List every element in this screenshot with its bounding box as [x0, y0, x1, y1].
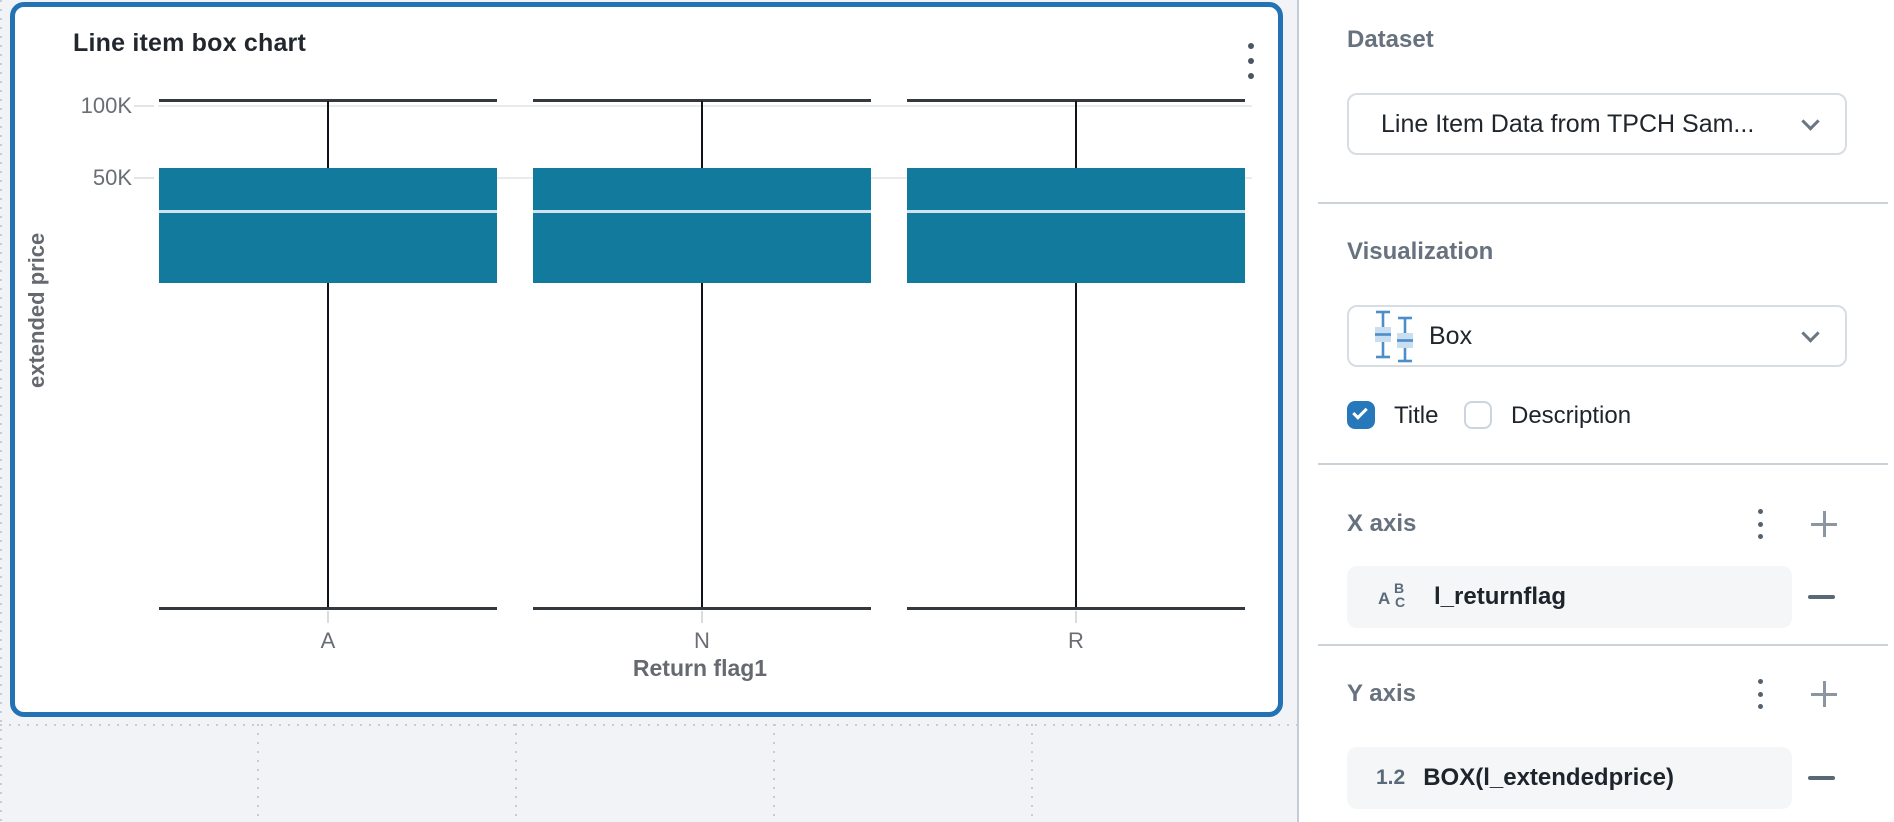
description-checkbox[interactable]	[1464, 401, 1492, 429]
y-tick-label: 50K	[92, 165, 132, 190]
dataset-selected-value: Line Item Data from TPCH Sam...	[1381, 109, 1755, 138]
grid-dotted-line	[515, 724, 517, 822]
visualization-heading: Visualization	[1347, 238, 1494, 265]
whisker-line-top	[701, 100, 703, 168]
number-type-icon: 1.2	[1376, 766, 1406, 789]
x-tick-mark	[701, 610, 703, 623]
x-axis-heading: X axis	[1347, 510, 1417, 537]
section-divider	[1318, 463, 1888, 465]
chevron-down-icon	[1801, 323, 1820, 343]
y-axis-title: extended price	[24, 232, 49, 389]
whisker-cap-top	[533, 98, 871, 102]
y-axis-field-name: BOX(l_extendedprice)	[1423, 764, 1674, 791]
x-axis-options-kebab-icon[interactable]	[1748, 509, 1772, 539]
box-iqr[interactable]	[907, 167, 1245, 283]
y-axis-options-kebab-icon[interactable]	[1748, 679, 1772, 709]
box-iqr[interactable]	[159, 167, 497, 283]
visualization-selected-value: Box	[1429, 321, 1473, 350]
checkmark-icon	[1352, 404, 1368, 420]
grid-dotted-line	[0, 724, 1297, 726]
x-tick-mark	[327, 610, 329, 623]
y-axis-field-row[interactable]: 1.2 BOX(l_extendedprice)	[1347, 747, 1792, 809]
grid-dotted-line	[1031, 724, 1033, 822]
title-checkbox[interactable]	[1347, 401, 1375, 429]
whisker-cap-bottom	[907, 606, 1245, 610]
box-chart-icon	[1375, 310, 1413, 363]
x-tick-mark	[1075, 610, 1077, 623]
card-menu-kebab-icon[interactable]	[1239, 43, 1263, 79]
x-axis-add-button[interactable]	[1811, 511, 1837, 537]
median-line	[533, 209, 871, 213]
median-line	[907, 209, 1245, 213]
x-axis-title: Return flag1	[632, 655, 768, 681]
section-divider	[1318, 202, 1888, 204]
box-iqr[interactable]	[533, 167, 871, 283]
visualization-select[interactable]: Box	[1347, 305, 1847, 367]
text-type-icon: A B C	[1378, 580, 1406, 610]
y-axis-remove-button[interactable]	[1808, 776, 1835, 780]
whisker-line-top	[1075, 100, 1077, 168]
whisker-line-top	[327, 100, 329, 168]
box-chart: 100K 50K extended price Return flag1 A N R	[24, 93, 1252, 681]
x-axis-field-name: l_returnflag	[1434, 583, 1567, 610]
x-tick-label: R	[1068, 627, 1084, 653]
chart-card[interactable]: Line item box chart	[10, 2, 1283, 717]
y-axis-heading: Y axis	[1347, 680, 1416, 707]
gridline-100k	[158, 105, 1252, 107]
description-checkbox-label: Description	[1511, 402, 1632, 429]
whisker-cap-top	[907, 98, 1245, 102]
dataset-select[interactable]: Line Item Data from TPCH Sam...	[1347, 93, 1847, 155]
x-axis-field-row[interactable]: A B C l_returnflag	[1347, 566, 1792, 628]
y-tick-mark	[134, 177, 154, 179]
y-tick-label: 100K	[80, 93, 132, 118]
y-axis-add-button[interactable]	[1811, 681, 1837, 707]
whisker-line-bottom	[1075, 282, 1077, 608]
whisker-line-bottom	[327, 282, 329, 608]
grid-dotted-line	[257, 724, 259, 822]
whisker-line-bottom	[701, 282, 703, 608]
dataset-heading: Dataset	[1347, 26, 1434, 53]
section-divider	[1318, 644, 1888, 646]
grid-dotted-line	[0, 0, 2, 822]
x-tick-label: A	[320, 627, 336, 653]
whisker-cap-bottom	[159, 606, 497, 610]
y-tick-mark	[134, 105, 154, 107]
settings-panel: Dataset Line Item Data from TPCH Sam... …	[1297, 0, 1894, 822]
chart-title: Line item box chart	[73, 29, 307, 57]
median-line	[159, 209, 497, 213]
grid-dotted-line	[773, 724, 775, 822]
chevron-down-icon	[1801, 111, 1820, 131]
x-axis-remove-button[interactable]	[1808, 595, 1835, 599]
x-tick-label: N	[694, 627, 710, 653]
title-checkbox-label: Title	[1394, 402, 1439, 429]
whisker-cap-top	[159, 98, 497, 102]
whisker-cap-bottom	[533, 606, 871, 610]
